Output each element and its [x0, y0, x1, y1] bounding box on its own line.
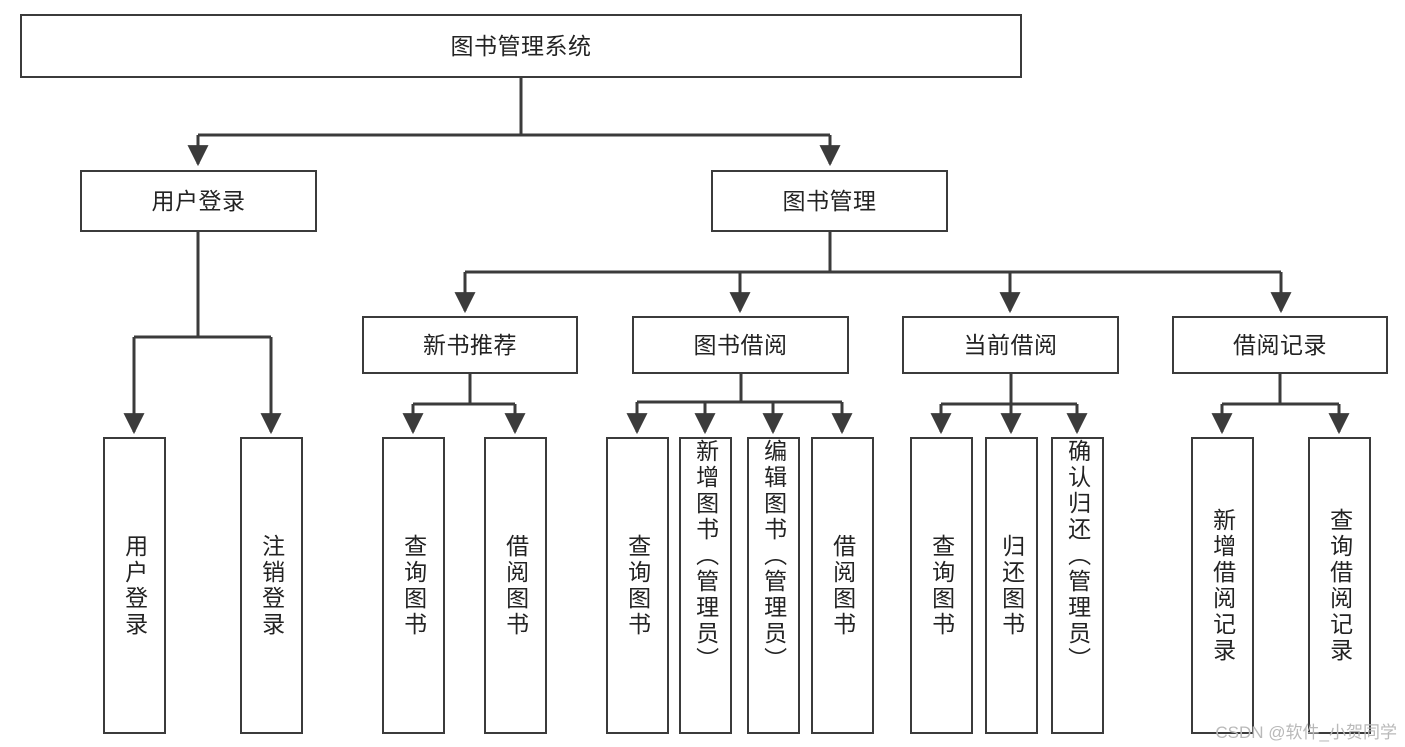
node-label: 新书推荐 — [423, 331, 517, 358]
node-label: 图书管理系统 — [450, 32, 592, 59]
node-label: 查询图书 — [624, 533, 651, 638]
node-current-borrowing[interactable]: 当前借阅 — [902, 316, 1119, 374]
node-root-book-management-system[interactable]: 图书管理系统 — [20, 14, 1022, 78]
node-label: 新增借阅记录 — [1209, 507, 1236, 664]
node-label: 查询图书 — [400, 533, 427, 638]
node-label: 确认归还（管理员） — [1064, 439, 1091, 673]
leaf-add-book-admin[interactable]: 新增图书（管理员） — [679, 437, 732, 734]
leaf-edit-book-admin[interactable]: 编辑图书（管理员） — [747, 437, 800, 734]
node-user-login[interactable]: 用户登录 — [80, 170, 317, 232]
node-label: 编辑图书（管理员） — [760, 439, 787, 673]
node-label: 查询借阅记录 — [1326, 507, 1353, 664]
node-label: 注销登录 — [258, 533, 285, 638]
node-new-book-recommendation[interactable]: 新书推荐 — [362, 316, 578, 374]
node-label: 借阅记录 — [1233, 331, 1327, 358]
node-book-borrowing[interactable]: 图书借阅 — [632, 316, 849, 374]
node-label: 图书管理 — [782, 187, 877, 214]
leaf-query-borrowing-record[interactable]: 查询借阅记录 — [1308, 437, 1371, 734]
node-book-management[interactable]: 图书管理 — [711, 170, 948, 232]
leaf-borrow-books-borrowing[interactable]: 借阅图书 — [811, 437, 874, 734]
leaf-query-books-recommendation[interactable]: 查询图书 — [382, 437, 445, 734]
leaf-borrow-books-recommendation[interactable]: 借阅图书 — [484, 437, 547, 734]
node-label: 图书借阅 — [693, 331, 788, 358]
node-label: 借阅图书 — [829, 533, 856, 638]
leaf-query-books-current[interactable]: 查询图书 — [910, 437, 973, 734]
node-label: 用户登录 — [121, 533, 148, 638]
node-label: 归还图书 — [998, 533, 1025, 638]
leaf-return-books[interactable]: 归还图书 — [985, 437, 1038, 734]
node-label: 当前借阅 — [963, 331, 1058, 358]
node-label: 用户登录 — [151, 187, 246, 214]
leaf-confirm-return-admin[interactable]: 确认归还（管理员） — [1051, 437, 1104, 734]
node-label: 借阅图书 — [502, 533, 529, 638]
node-borrowing-record[interactable]: 借阅记录 — [1172, 316, 1388, 374]
leaf-user-login[interactable]: 用户登录 — [103, 437, 166, 734]
leaf-query-books-borrowing[interactable]: 查询图书 — [606, 437, 669, 734]
csdn-watermark: CSDN @软件_小贺同学 — [1215, 723, 1397, 742]
leaf-add-borrowing-record[interactable]: 新增借阅记录 — [1191, 437, 1254, 734]
node-label: 查询图书 — [928, 533, 955, 638]
leaf-logout[interactable]: 注销登录 — [240, 437, 303, 734]
node-label: 新增图书（管理员） — [692, 439, 719, 673]
